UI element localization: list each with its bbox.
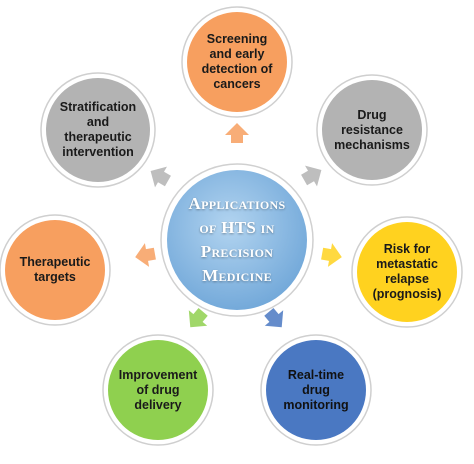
drug-delivery-arrow [188, 308, 208, 328]
therapeutic-targets-circle [5, 220, 105, 320]
center-circle [167, 170, 307, 310]
therapeutic-targets-arrow [135, 243, 156, 267]
risk-relapse-circle [357, 222, 457, 322]
stratification-arrow [150, 166, 171, 188]
screening-circle [187, 12, 287, 112]
drug-resistance-circle [322, 80, 422, 180]
drug-delivery-circle [108, 340, 208, 440]
drug-resistance-arrow [301, 165, 322, 187]
risk-relapse-arrow [321, 243, 342, 267]
real-time-monitoring-arrow [264, 308, 284, 328]
real-time-monitoring-circle [266, 340, 366, 440]
stratification-circle [46, 78, 150, 182]
screening-arrow [225, 123, 249, 143]
